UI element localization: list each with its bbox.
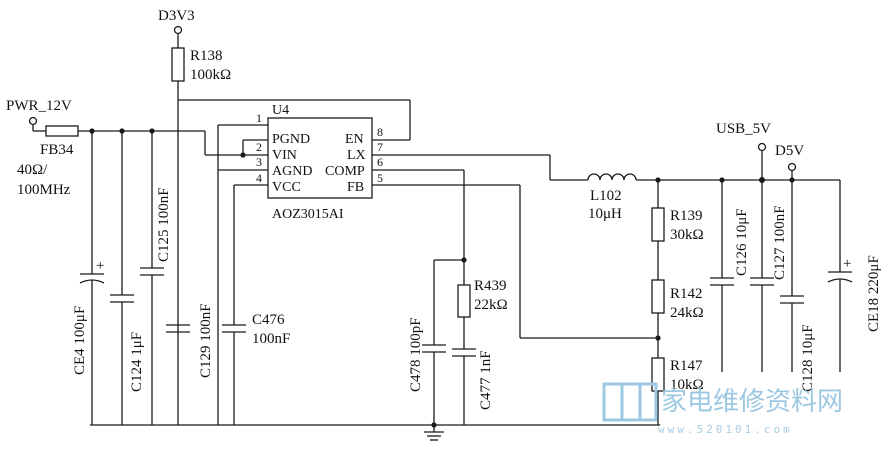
- r147-value: 10kΩ: [670, 377, 704, 393]
- pin1-name: PGND: [272, 132, 310, 147]
- l102-ref: L102: [590, 188, 622, 204]
- pin6-name: COMP: [325, 164, 365, 179]
- pwr12v-input: PWR_12V: [6, 98, 72, 132]
- u4-ref: U4: [272, 103, 289, 118]
- pwr12v-terminal: [28, 116, 38, 126]
- capacitor-c477: C477 1nF: [452, 348, 494, 425]
- ferrite-fb34: FB34 40Ω/ 100MHz: [17, 125, 79, 198]
- pin4-num: 4: [256, 171, 262, 185]
- capacitor-c127: C127 100nF: [750, 180, 788, 372]
- resistor-r139: R139 30kΩ: [651, 207, 704, 280]
- r139-ref: R139: [670, 208, 703, 224]
- r138-ref: R138: [190, 48, 223, 64]
- pin5-name: FB: [347, 180, 364, 195]
- pin3-num: 3: [256, 155, 262, 169]
- c126-label: C126 10μF: [734, 208, 750, 276]
- d5v-terminal: [787, 162, 797, 172]
- d3v3-terminal: [173, 25, 183, 35]
- c129-label: C129 100nF: [198, 303, 214, 378]
- fb34-ref: FB34: [40, 142, 74, 158]
- pin7-name: LX: [347, 148, 366, 163]
- r142-ref: R142: [670, 286, 703, 302]
- r138-value: 100kΩ: [190, 67, 231, 83]
- capacitor-c128: C128 10μF: [780, 180, 816, 392]
- capacitor-ce4: + CE4 100μF: [72, 131, 104, 425]
- capacitor-c476: C476 100nF: [222, 184, 290, 425]
- c478-label: C478 100pF: [408, 317, 424, 392]
- c476-ref: C476: [252, 312, 285, 328]
- pin6-num: 6: [377, 155, 383, 169]
- r142-value: 24kΩ: [670, 305, 704, 321]
- c127-label: C127 100nF: [772, 205, 788, 280]
- r139-value: 30kΩ: [670, 227, 704, 243]
- fb34-value-2: 100MHz: [17, 182, 71, 198]
- inductor-l102: L102 10μH: [587, 173, 637, 222]
- ce4-plus: +: [96, 258, 104, 274]
- u4-part: AOZ3015AI: [272, 207, 344, 222]
- ic-u4: U4 AOZ3015AI 1 2 3 4 PGND VIN AGND VCC E…: [256, 103, 383, 222]
- capacitor-c478: C478 100pF: [408, 260, 446, 425]
- c476-value: 100nF: [252, 331, 290, 347]
- pin2-num: 2: [256, 140, 262, 154]
- r439-value: 22kΩ: [474, 297, 508, 313]
- d3v3-label: D3V3: [158, 8, 195, 24]
- watermark-text: 家电维修资料网: [661, 387, 843, 417]
- pin7-num: 7: [377, 140, 383, 154]
- watermark-logo: [602, 382, 658, 422]
- l102-value: 10μH: [588, 206, 622, 222]
- c125-label: C125 100nF: [156, 187, 172, 262]
- r439-ref: R439: [474, 278, 507, 294]
- usb5v-terminal: [757, 142, 767, 152]
- resistor-r142: R142 24kΩ: [651, 279, 704, 358]
- d5v-label: D5V: [775, 143, 804, 159]
- ce4-label: CE4 100μF: [72, 306, 88, 375]
- capacitor-c125: C125 100nF: [140, 131, 172, 425]
- d3v3-supply: D3V3: [158, 8, 195, 48]
- pwr12v-label: PWR_12V: [6, 98, 72, 114]
- pin2-name: VIN: [272, 148, 297, 163]
- watermark: 家电维修资料网 www.520101.com: [602, 382, 843, 436]
- usb5v-label: USB_5V: [716, 121, 771, 137]
- resistor-r138: R138 100kΩ: [171, 47, 231, 100]
- watermark-url: www.520101.com: [658, 423, 793, 436]
- c477-label: C477 1nF: [478, 350, 494, 410]
- resistor-r439: R439 22kΩ: [457, 278, 508, 349]
- capacitor-c129: C129 100nF: [166, 303, 214, 378]
- pin8-name: EN: [345, 132, 364, 147]
- c128-label: C128 10μF: [800, 324, 816, 392]
- capacitor-c126: C126 10μF: [710, 180, 750, 372]
- c124-label: C124 1μF: [129, 332, 145, 392]
- fb34-value-1: 40Ω/: [17, 162, 48, 178]
- ce18-plus: +: [843, 256, 851, 272]
- d5v-output: D5V: [775, 143, 804, 180]
- pin3-name: AGND: [272, 164, 312, 179]
- r147-ref: R147: [670, 358, 703, 374]
- pin4-name: VCC: [272, 180, 301, 195]
- capacitor-ce18: + CE18 220μF: [827, 180, 881, 372]
- ce18-label: CE18 220μF: [866, 255, 881, 332]
- capacitor-c124: C124 1μF: [110, 131, 145, 425]
- pin8-num: 8: [377, 125, 383, 139]
- ground-rail: [90, 422, 660, 441]
- pin1-num: 1: [256, 111, 262, 125]
- pin5-num: 5: [377, 171, 383, 185]
- usb5v-output: USB_5V: [716, 121, 771, 180]
